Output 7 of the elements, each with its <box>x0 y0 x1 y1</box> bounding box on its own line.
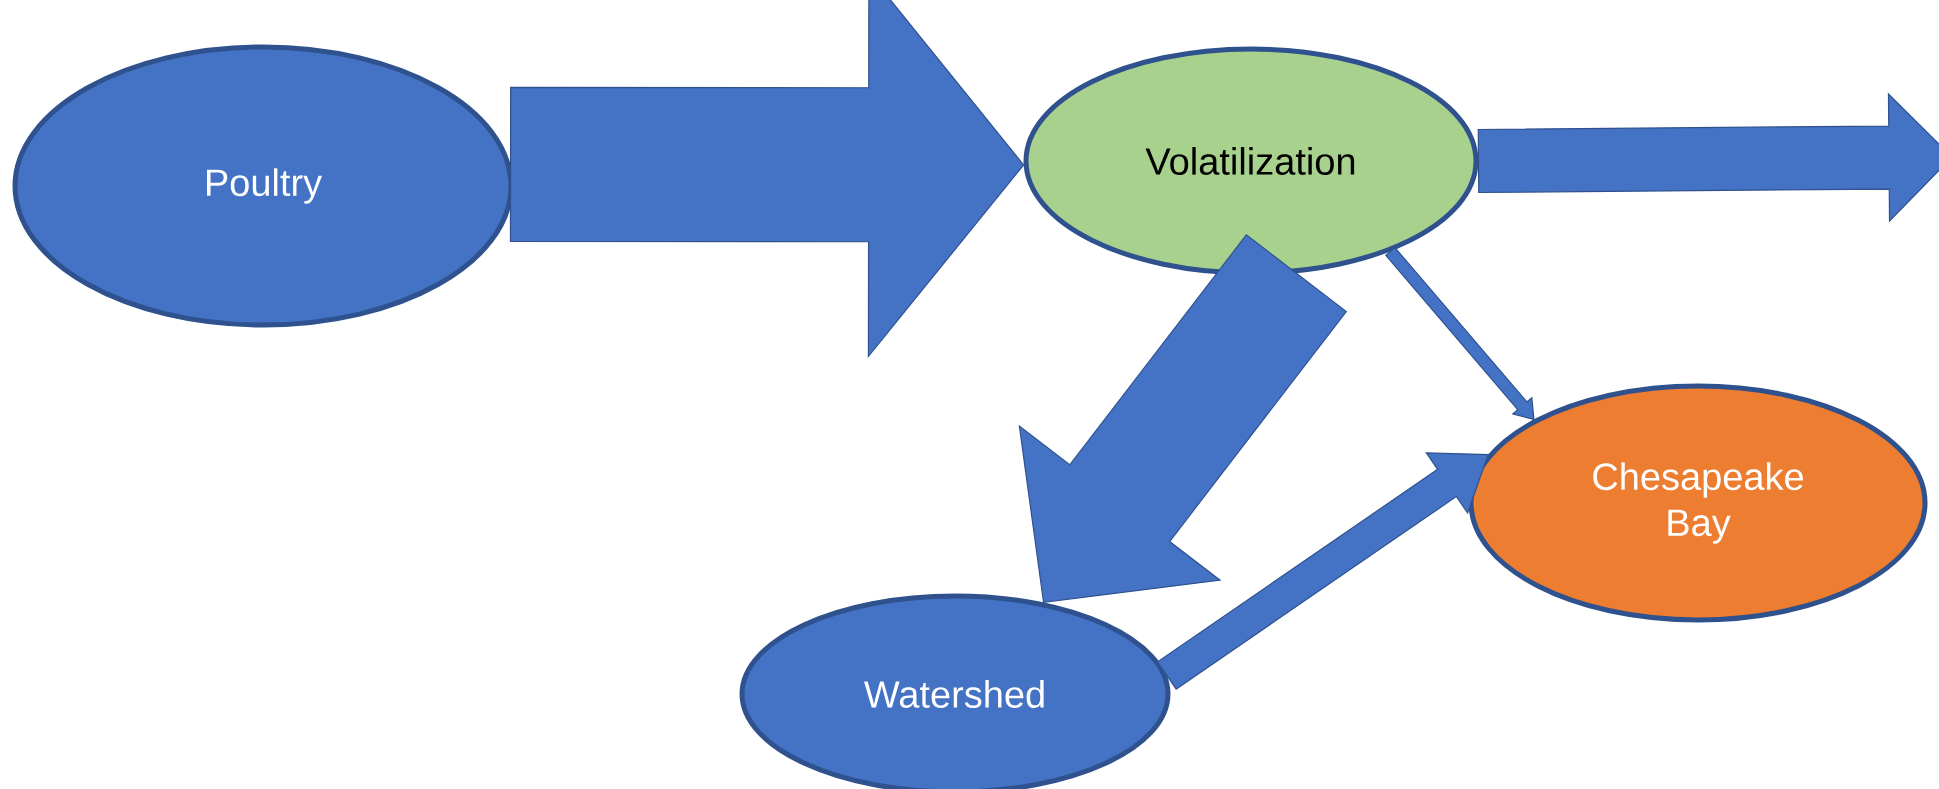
ellipse-node: Poultry <box>12 44 514 328</box>
ellipse-node: Volatilization <box>1023 46 1479 276</box>
block-arrow <box>1156 452 1489 690</box>
ellipse-node: Watershed <box>739 593 1171 789</box>
block-arrow <box>1477 92 1939 223</box>
block-arrow <box>509 0 1025 358</box>
ellipse-node: Chesapeake Bay <box>1468 383 1928 623</box>
